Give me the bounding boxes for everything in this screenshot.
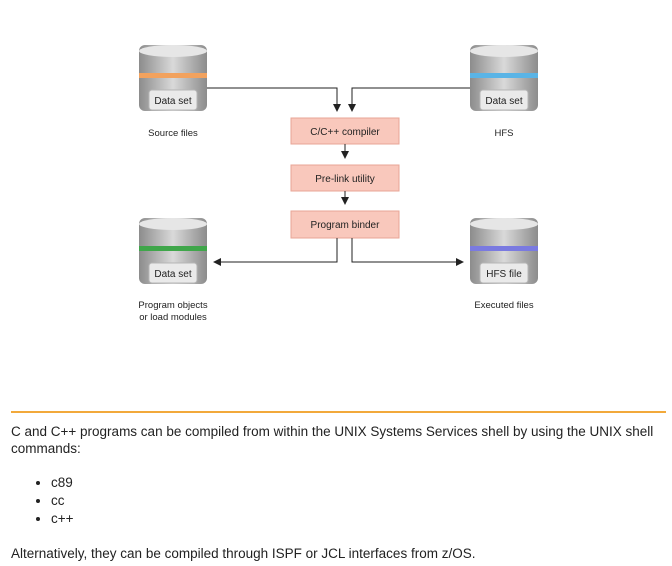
- objects-color-band: [139, 246, 207, 251]
- connector-source-to-compiler: [207, 87, 341, 112]
- hfs-color-band: [470, 73, 538, 78]
- command-item-c89: c89: [51, 474, 656, 492]
- compiler-label: C/C++ compiler: [310, 127, 380, 138]
- intro-paragraph: C and C++ programs can be compiled from …: [11, 424, 654, 456]
- connector-binder-to-executed: [351, 238, 464, 266]
- binder-label: Program binder: [311, 220, 381, 231]
- program-objects-caption-line2: or load modules: [139, 312, 207, 323]
- connector-binder-to-objects: [213, 238, 338, 266]
- hfs-db-label: Data set: [485, 96, 522, 107]
- hfs-caption: HFS: [495, 128, 514, 139]
- section-divider: [11, 411, 666, 413]
- source-color-band: [139, 73, 207, 78]
- source-db-label: Data set: [154, 96, 191, 107]
- command-list: c89 cc c++: [11, 474, 656, 528]
- compiler-box: C/C++ compiler: [290, 117, 400, 145]
- program-objects-database-icon: Data set: [139, 218, 207, 284]
- executed-color-band: [470, 246, 538, 251]
- command-item-cc: cc: [51, 492, 656, 510]
- prelink-label: Pre-link utility: [315, 174, 374, 185]
- source-files-database-icon: Data set: [139, 45, 207, 111]
- outro-paragraph: Alternatively, they can be compiled thro…: [11, 546, 476, 561]
- source-files-caption: Source files: [148, 128, 198, 139]
- executed-files-database-icon: HFS file: [470, 218, 538, 284]
- connector-hfs-to-compiler: [348, 87, 470, 112]
- compilation-flow-diagram: Data set Source files Data set HFS Data …: [138, 45, 538, 323]
- command-item-cplusplus: c++: [51, 510, 656, 528]
- prelink-box: Pre-link utility: [290, 164, 400, 192]
- executed-db-label: HFS file: [486, 269, 522, 280]
- executed-files-caption: Executed files: [474, 300, 533, 311]
- description-text: C and C++ programs can be compiled from …: [11, 423, 656, 562]
- program-objects-caption-line1: Program objects: [138, 300, 207, 311]
- hfs-database-icon: Data set: [470, 45, 538, 111]
- binder-box: Program binder: [290, 210, 400, 239]
- objects-db-label: Data set: [154, 269, 191, 280]
